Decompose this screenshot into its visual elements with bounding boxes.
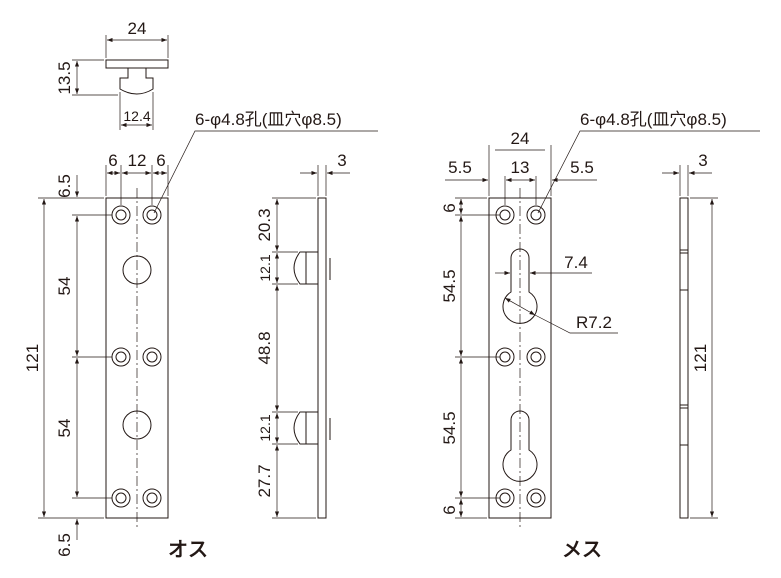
dim-side-2: 12.1: [257, 254, 273, 281]
dim-fbottom: 6: [440, 505, 459, 514]
male-label: オス: [168, 537, 208, 561]
dim-fpitch-3: 5.5: [570, 158, 594, 177]
dim-top-height: 13.5: [55, 61, 74, 94]
dim-pitch-2: 12: [128, 151, 147, 170]
dim-top-margin: 6.5: [55, 174, 74, 198]
male-front-view: 6 12 6 6.5 54 54 6.5 121 オス: [23, 151, 208, 561]
dim-ftop: 6: [440, 203, 459, 212]
hole-note-female: 6-φ4.8孔(皿穴φ8.5): [580, 110, 727, 129]
dim-knob: 12.4: [123, 108, 150, 124]
dim-pitch-3: 6: [156, 151, 165, 170]
dim-fpitch-2: 13: [511, 158, 530, 177]
dim-gap-1: 54: [55, 277, 74, 296]
dim-radius: R7.2: [576, 313, 612, 332]
female-side-view: 3 121: [662, 151, 718, 519]
dim-bottom-margin: 6.5: [55, 533, 74, 557]
dim-gap-2: 54: [55, 419, 74, 438]
dim-fgap-1: 54.5: [440, 269, 459, 302]
hole-note-male: 6-φ4.8孔(皿穴φ8.5): [195, 110, 342, 129]
dim-side-1: 20.3: [255, 208, 274, 241]
dim-top-width: 24: [128, 19, 147, 38]
dim-fpitch-1: 5.5: [448, 158, 472, 177]
dim-fgap-2: 54.5: [440, 411, 459, 444]
dim-side-thickness: 3: [337, 151, 346, 170]
dim-side-4: 12.1: [257, 414, 273, 441]
top-view: 24 13.5 12.4: [55, 19, 169, 130]
female-front-view: 24 5.5 13 5.5 6 54.5 54.5 6 7.4 R7.2 メス: [440, 129, 618, 561]
dim-total: 121: [23, 344, 42, 372]
female-label: メス: [562, 537, 602, 561]
dim-fside-total: 121: [691, 344, 710, 372]
dim-slot: 7.4: [564, 253, 588, 272]
dim-female-width: 24: [511, 129, 530, 148]
dim-fside-thickness: 3: [698, 151, 707, 170]
dim-side-5: 27.7: [255, 464, 274, 497]
male-side-view: 3 20.3 12.1 48.8 12.1 27.7: [255, 151, 350, 519]
dim-side-3: 48.8: [255, 331, 274, 364]
dim-pitch-1: 6: [108, 151, 117, 170]
